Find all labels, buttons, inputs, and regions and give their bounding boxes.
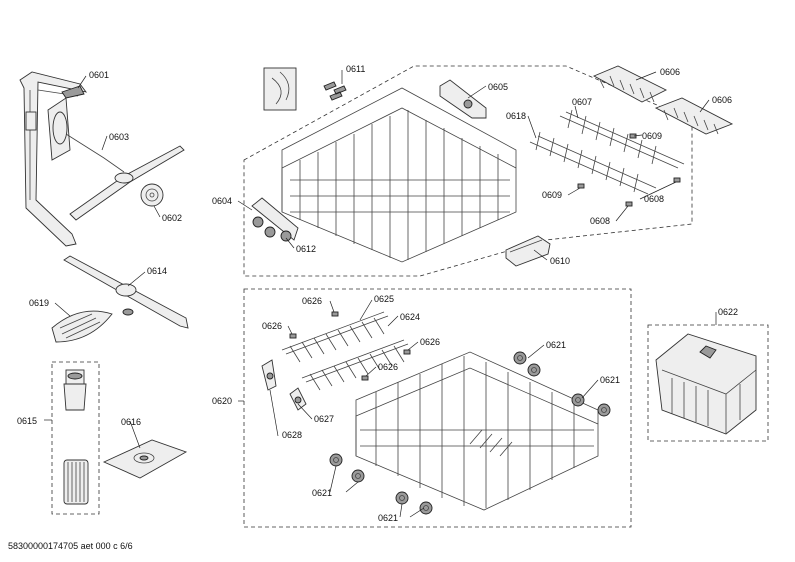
callout-0602: 0602	[162, 213, 182, 223]
lower-small-clip-drawing	[289, 311, 411, 381]
rack-wheel-drawing	[329, 351, 611, 515]
bracket-drawing	[439, 79, 487, 119]
callout-0608-a: 0608	[644, 194, 664, 204]
cutlery-basket-drawing	[655, 333, 757, 435]
callout-0627: 0627	[314, 414, 334, 424]
spray-arm-cover-drawing	[51, 310, 113, 343]
cutlery-basket-group-outline	[647, 324, 769, 442]
upper-rack-group-outline	[243, 65, 693, 277]
callout-0621-d: 0621	[378, 513, 398, 523]
filter-group-outline	[51, 361, 100, 515]
callout-0621-a: 0621	[546, 340, 566, 350]
callout-0606-a: 0606	[660, 67, 680, 77]
callout-0614: 0614	[147, 266, 167, 276]
callout-0609-a: 0609	[642, 131, 662, 141]
callout-0609-b: 0609	[542, 190, 562, 200]
clip-set-drawing	[263, 67, 347, 111]
upper-basket-drawing	[281, 87, 517, 263]
filter-drawing	[63, 369, 89, 505]
callout-0604: 0604	[212, 196, 232, 206]
callout-0601: 0601	[89, 70, 109, 80]
callout-0610: 0610	[550, 256, 570, 266]
callout-0621-c: 0621	[312, 488, 332, 498]
lower-spray-arm-drawing	[63, 255, 189, 329]
callout-0611: 0611	[346, 64, 365, 74]
callout-0625: 0625	[374, 294, 394, 304]
callout-0608-b: 0608	[590, 216, 610, 226]
rack-handle-drawing	[505, 235, 551, 267]
tine-row-drawing	[592, 65, 734, 135]
callout-0626-a: 0626	[302, 296, 322, 306]
callout-0621-b: 0621	[600, 375, 620, 385]
callout-0628: 0628	[282, 430, 302, 440]
lower-tine-rack-drawing	[281, 311, 409, 391]
callout-0626-d: 0626	[378, 362, 398, 372]
document-footer: 58300000174705 aet 000 c 6/6	[8, 541, 133, 551]
callout-0620: 0620	[212, 396, 232, 406]
callout-labels: 0601 0603 0602 0604 0612 0611 0605 0606 …	[17, 64, 738, 523]
filter-plate-drawing	[102, 439, 188, 479]
callout-0619: 0619	[29, 298, 49, 308]
leader-lines	[44, 70, 717, 518]
lower-rack-group-outline	[243, 288, 632, 528]
small-clip-drawing	[577, 133, 681, 207]
lower-basket-drawing	[355, 351, 599, 511]
callout-0612: 0612	[296, 244, 316, 254]
callout-0615: 0615	[17, 416, 37, 426]
callout-0607: 0607	[572, 97, 592, 107]
tine-rack-drawing	[529, 109, 685, 195]
spray-screen-drawing	[140, 183, 164, 207]
callout-0624: 0624	[400, 312, 420, 322]
callout-0626-b: 0626	[262, 321, 282, 331]
callout-0603: 0603	[109, 132, 129, 142]
upper-spray-arm-drawing	[47, 97, 185, 221]
callout-0616: 0616	[121, 417, 141, 427]
callout-0622: 0622	[718, 307, 738, 317]
callout-0626-c: 0626	[420, 337, 440, 347]
lower-adjuster-drawing	[261, 359, 307, 411]
callout-0618: 0618	[506, 111, 526, 121]
rack-adjuster-drawing	[251, 197, 299, 242]
supply-pipe-drawing	[19, 71, 88, 247]
callout-0605: 0605	[488, 82, 508, 92]
callout-0606-b: 0606	[712, 95, 732, 105]
